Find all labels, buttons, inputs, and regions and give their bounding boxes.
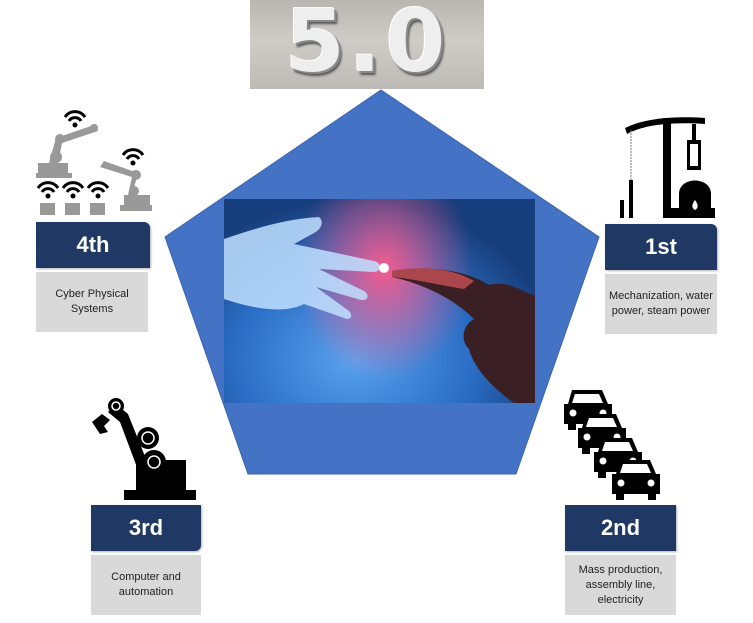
- revolution-badge-2nd: 2nd: [565, 505, 676, 551]
- revolution-badge-4th: 4th: [36, 222, 150, 268]
- cars-assembly-icon: [564, 390, 660, 500]
- revolution-desc-4th: Cyber Physical Systems: [36, 272, 148, 332]
- hands-illustration: [224, 217, 535, 403]
- revolution-badge-3rd: 3rd: [91, 505, 201, 551]
- wifi-robot-arms-icon: [36, 110, 152, 215]
- robot-arm-icon: [92, 398, 196, 500]
- center-hands-image: [224, 199, 535, 403]
- revolution-badge-1st: 1st: [605, 224, 717, 270]
- five-point-zero-emblem: 5.0: [250, 0, 484, 89]
- revolution-desc-2nd: Mass production, assembly line, electric…: [565, 555, 676, 615]
- revolution-desc-3rd: Computer and automation: [91, 555, 201, 615]
- emblem-text: 5.0: [284, 0, 450, 89]
- revolution-desc-1st: Mechanization, water power, steam power: [605, 274, 717, 334]
- steam-engine-icon: [620, 117, 715, 218]
